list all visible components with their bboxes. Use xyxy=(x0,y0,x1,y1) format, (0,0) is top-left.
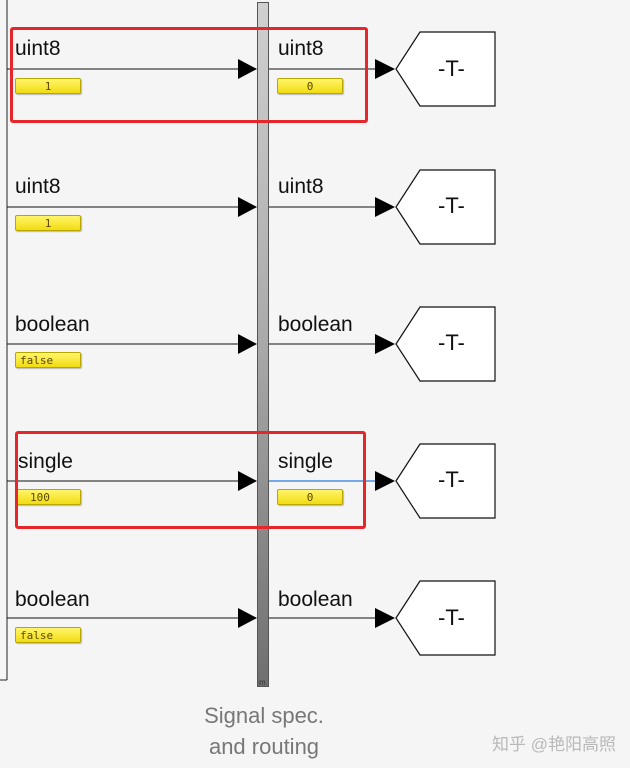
watermark: 知乎 @艳阳高照 xyxy=(492,735,616,754)
output-type-label-row3: boolean xyxy=(278,313,353,336)
block-caption-line2: and routing xyxy=(208,734,320,759)
output-type-label-row2: uint8 xyxy=(278,175,324,198)
input-type-label-row2: uint8 xyxy=(15,175,61,198)
input-type-label-row5: boolean xyxy=(15,588,90,611)
terminator-block-row1 xyxy=(395,31,496,107)
input-arrow-row5 xyxy=(238,608,257,628)
block-caption: Signal spec. and routing xyxy=(168,700,360,762)
output-display-row1[interactable]: 0 xyxy=(277,78,343,94)
highlight-box-uint8 xyxy=(10,27,368,123)
output-arrow-row5 xyxy=(375,608,395,628)
terminator-label-row3: -T- xyxy=(438,330,465,355)
input-arrow-row3 xyxy=(238,334,257,354)
terminator-block-row5 xyxy=(395,580,496,656)
input-arrow-row1 xyxy=(238,59,257,79)
terminator-label-row1: -T- xyxy=(438,56,465,81)
terminator-label-row5: -T- xyxy=(438,605,465,630)
input-display-row1[interactable]: 1 xyxy=(15,78,81,94)
input-type-label-row4: single xyxy=(18,450,73,473)
terminator-label-row2: -T- xyxy=(438,193,465,218)
terminator-block-row2 xyxy=(395,169,496,245)
highlight-box-single xyxy=(15,431,366,529)
terminator-block-row3 xyxy=(395,306,496,382)
output-arrow-row2 xyxy=(375,197,395,217)
input-display-row2[interactable]: 1 xyxy=(15,215,81,231)
input-arrow-row2 xyxy=(238,197,257,217)
input-type-label-row3: boolean xyxy=(15,313,90,336)
signal-spec-routing-block[interactable] xyxy=(257,2,269,687)
output-type-label-row4: single xyxy=(278,450,333,473)
input-display-row5[interactable]: false xyxy=(15,627,81,643)
block-corner-mark: m xyxy=(259,678,266,687)
input-type-label-row1: uint8 xyxy=(15,37,61,60)
terminator-block-row4 xyxy=(395,443,496,519)
output-display-row4[interactable]: 0 xyxy=(277,489,343,505)
block-caption-line1: Signal spec. xyxy=(204,703,324,728)
output-type-label-row5: boolean xyxy=(278,588,353,611)
input-display-row3[interactable]: false xyxy=(15,352,81,368)
input-display-row4[interactable]: 100 xyxy=(15,489,81,505)
input-arrow-row4 xyxy=(238,471,257,491)
output-arrow-row3 xyxy=(375,334,395,354)
terminator-label-row4: -T- xyxy=(438,467,465,492)
output-arrow-row1 xyxy=(375,59,395,79)
output-type-label-row1: uint8 xyxy=(278,37,324,60)
output-arrow-row4 xyxy=(375,471,395,491)
